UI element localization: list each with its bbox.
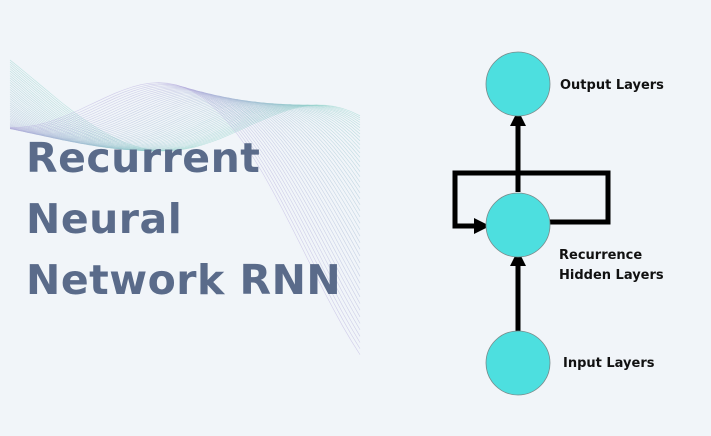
input-layer-label: Input Layers [563, 356, 655, 371]
title-line-2: Neural [26, 195, 183, 243]
hidden-layer-label-line-2: Hidden Layers [559, 268, 664, 283]
page-title: Recurrent Neural Network RNN [26, 128, 341, 311]
title-line-1: Recurrent [26, 134, 261, 182]
recurrence-loop-arrow [452, 170, 611, 235]
input-layer-node [485, 330, 551, 396]
title-line-3: Network RNN [26, 256, 342, 304]
hidden-layer-label-line-1: Recurrence [559, 248, 642, 263]
output-layer-label: Output Layers [560, 78, 664, 93]
hidden-layer-node [485, 192, 551, 258]
output-layer-node [485, 51, 551, 117]
